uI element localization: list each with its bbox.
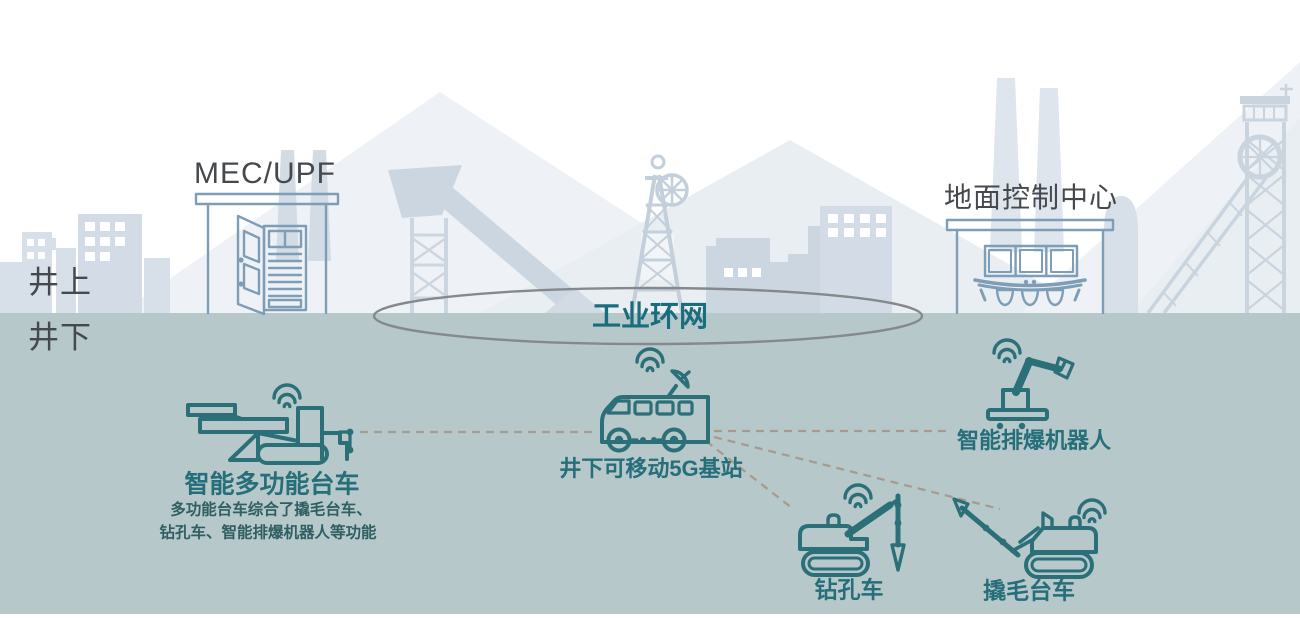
eod-robot-label: 智能排爆机器人	[956, 427, 1112, 453]
city-silhouette	[0, 214, 170, 313]
wifi-signal-icon	[1077, 498, 1107, 524]
server-cabinet-shelter-icon	[194, 192, 340, 316]
multifunction-jumbo-description-line1: 多功能台车综合了撬毛台车、	[170, 501, 372, 519]
multifunction-jumbo-description-line2: 钻孔车、智能排爆机器人等功能	[159, 524, 377, 542]
scaling-jumbo-icon	[952, 497, 1107, 579]
wifi-signal-icon	[992, 338, 1022, 364]
mec-upf-label: MEC/UPF	[194, 157, 336, 190]
control-center-chimneys-silhouette	[990, 78, 1138, 313]
wifi-signal-icon	[635, 347, 665, 373]
robot-arm-icon	[986, 338, 1075, 430]
headframe-silhouette	[1146, 84, 1293, 315]
mobile-5g-base-station-label: 井下可移动5G基站	[559, 455, 743, 481]
underground-band	[0, 313, 1300, 614]
drill-rig-label: 钻孔车	[814, 576, 884, 603]
5g-van-icon	[600, 347, 710, 453]
wifi-signal-icon	[272, 383, 302, 409]
link-base-station-to-drill	[705, 440, 793, 509]
control-center-label: 地面控制中心	[943, 182, 1119, 213]
multifunction-jumbo-label: 智能多功能台车	[184, 470, 360, 499]
scaling-jumbo-label: 撬毛台车	[983, 577, 1075, 604]
surface-zone-label: 井上	[28, 265, 92, 300]
underground-zone-label: 井下	[28, 320, 92, 355]
derrick-silhouette	[630, 154, 689, 314]
multifunction-jumbo-icon	[186, 383, 354, 465]
mec-chimneys-silhouette	[276, 150, 331, 261]
drill-rig-icon	[798, 483, 906, 577]
link-base-station-to-scaler	[713, 435, 1001, 511]
ring-network-label: 工业环网	[591, 301, 709, 334]
control-room-icon	[945, 218, 1115, 315]
wifi-signal-icon	[843, 483, 873, 509]
